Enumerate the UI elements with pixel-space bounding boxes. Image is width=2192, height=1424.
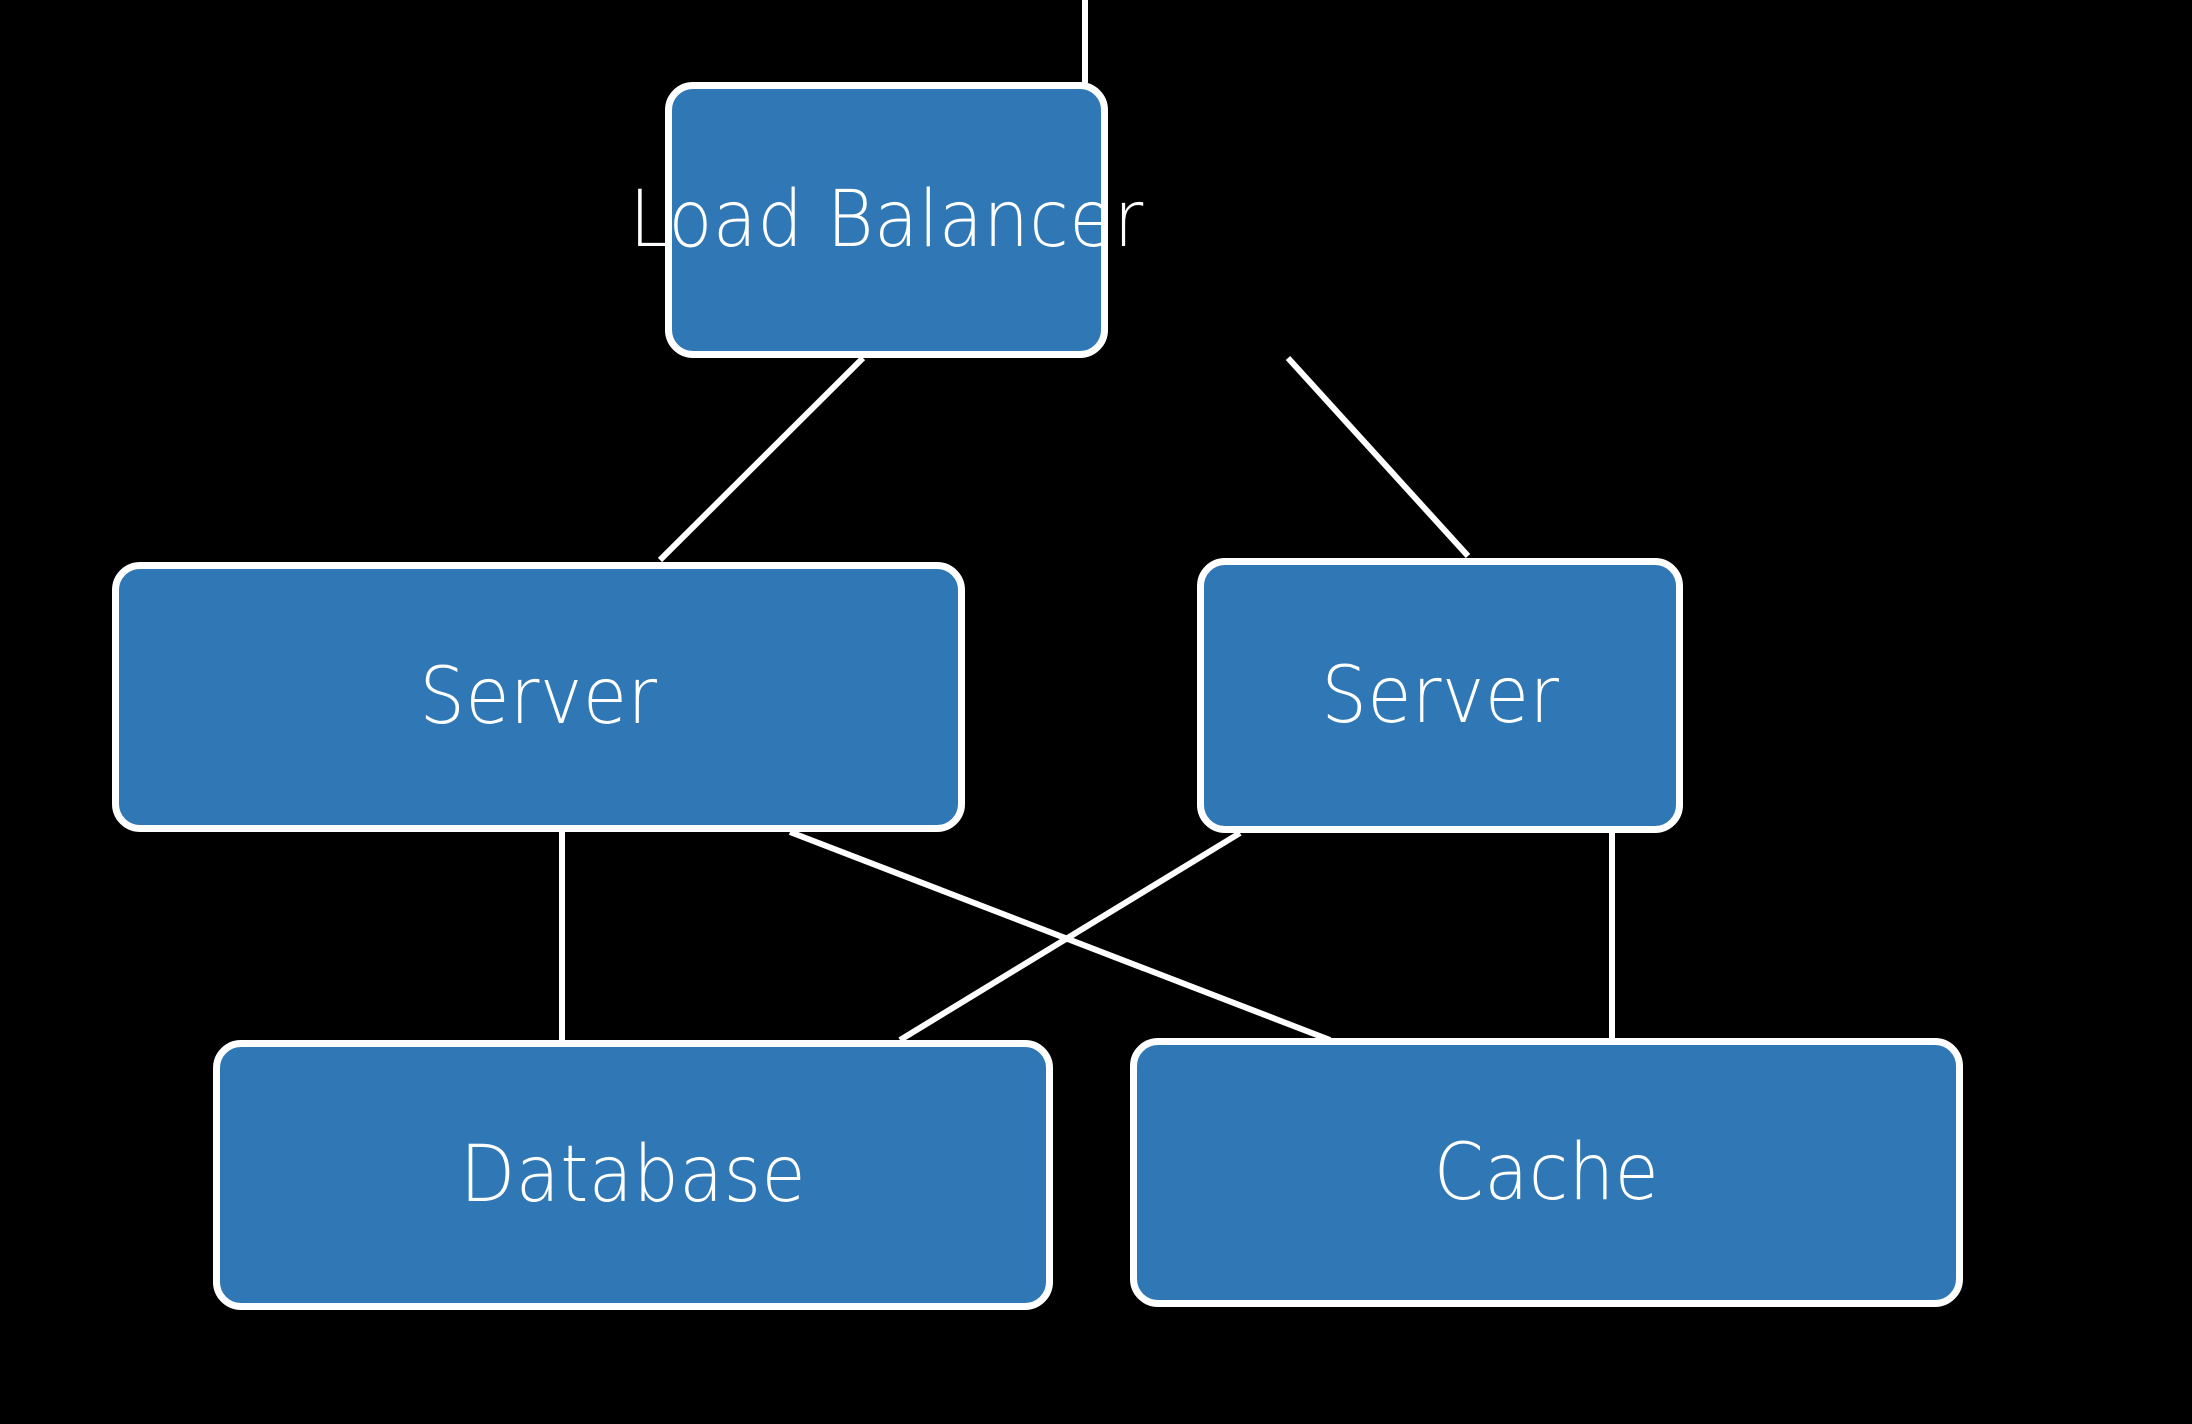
node-server-right[interactable]: Server: [1197, 558, 1683, 833]
node-load-balancer-label: Load Balancer: [629, 175, 1144, 265]
node-server-left-label: Server: [419, 652, 658, 742]
edge-server-left-to-cache: [788, 829, 1332, 1043]
node-server-left[interactable]: Server: [112, 562, 965, 832]
node-cache-label: Cache: [1433, 1127, 1660, 1218]
node-database[interactable]: Database: [213, 1040, 1053, 1310]
node-load-balancer[interactable]: Load Balancer: [629, 82, 1143, 358]
node-database-label: Database: [459, 1130, 807, 1220]
edge-load-balancer-to-server-right: [1285, 355, 1471, 559]
edge-load-balancer-to-server-left: [657, 355, 866, 563]
node-cache[interactable]: Cache: [1130, 1038, 1963, 1307]
node-server-right-label: Server: [1320, 650, 1560, 741]
edge-server-right-to-database: [898, 830, 1242, 1043]
